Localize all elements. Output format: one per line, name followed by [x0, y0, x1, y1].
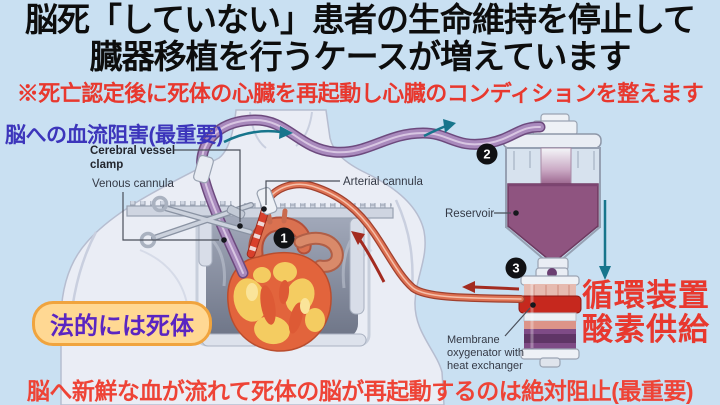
subtitle-warning: ※死亡認定後に死体の心臓を再起動し心臓のコンディションを整えます: [16, 81, 704, 106]
venous-tube: [193, 114, 546, 279]
step-marker-2: 2: [476, 143, 498, 165]
circulation-line-1: 循環装置: [582, 278, 710, 313]
arterial-tube: [246, 180, 525, 303]
label-venous-cannula: Venous cannula: [92, 178, 174, 190]
step-number: 3: [512, 261, 519, 276]
flow-arrow-red-icons: [351, 231, 520, 293]
tube-connector: [193, 154, 214, 184]
label-oxygenator-1: Membrane: [447, 334, 500, 346]
step-number: 1: [280, 231, 287, 246]
step-number: 2: [483, 147, 490, 162]
title-line-1: 脳死「していない」患者の生命維持を停止して: [24, 1, 696, 38]
step-marker-3: 3: [505, 257, 527, 279]
label-arterial-cannula: Arterial cannula: [343, 176, 424, 188]
label-reservoir: Reservoir: [445, 208, 494, 220]
blood-reservoir-illustration: [502, 113, 602, 271]
label-pointers: [122, 149, 536, 337]
page-title: 脳死「していない」患者の生命維持を停止して 臓器移植を行うケースが増えています: [0, 1, 720, 75]
reservoir-blood: [507, 183, 599, 260]
legally-dead-badge: 法的には死体: [32, 301, 212, 346]
oxygenator-illustration: [518, 267, 582, 368]
brain-blood-flow-callout: 脳への血流阻害(最重要): [5, 124, 224, 147]
label-oxygenator-2: oxygenator with: [447, 347, 524, 359]
circulation-line-2: 酸素供給: [582, 312, 710, 347]
step-marker-1: 1: [273, 227, 295, 249]
label-cerebral-clamp: Cerebral vessel: [90, 145, 175, 157]
diagram-labels: Cerebral vessel clamp Venous cannula Art…: [90, 145, 524, 372]
bottom-warning: 脳へ新鮮な血が流れて死体の脳が再起動するのは絶対阻止(最重要): [26, 378, 694, 404]
title-line-2: 臓器移植を行うケースが増えています: [89, 38, 632, 75]
label-cerebral-clamp-2: clamp: [90, 159, 123, 171]
label-oxygenator-3: heat exchanger: [447, 360, 523, 372]
flow-arrow-teal-icons: [223, 119, 611, 280]
circulation-device-callout: 循環装置 酸素供給: [582, 279, 710, 347]
